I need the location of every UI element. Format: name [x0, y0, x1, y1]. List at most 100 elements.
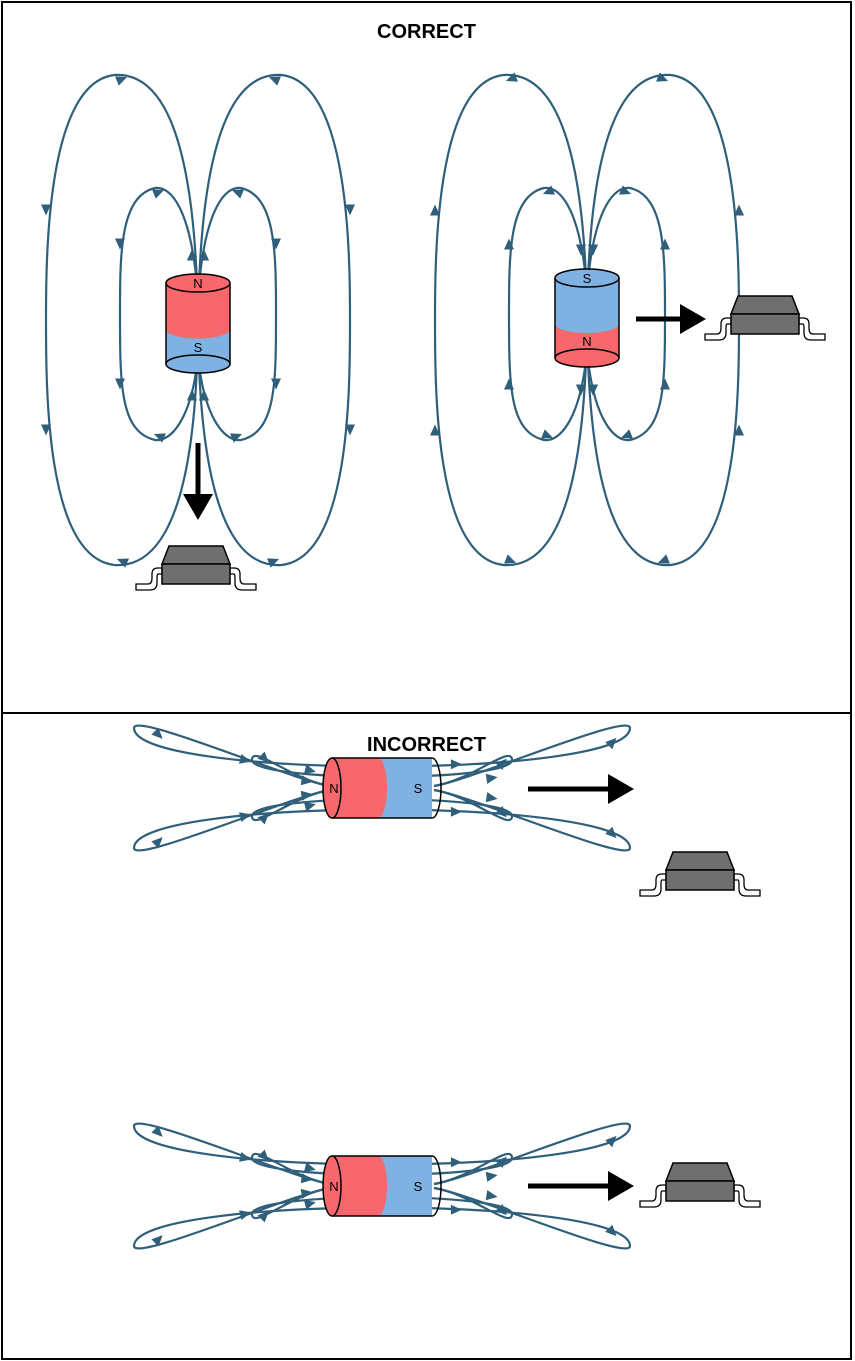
field-arrow [300, 790, 313, 801]
pole-label-bottom: N [582, 334, 591, 349]
field-arrow [239, 1152, 251, 1162]
pole-label-bottom: S [194, 340, 203, 355]
field-arrow [257, 1211, 269, 1223]
field-arrow [151, 1125, 163, 1137]
field-arrow [41, 424, 51, 436]
field-arrow [450, 1157, 462, 1168]
field-arrow [115, 238, 125, 250]
field-line [44, 73, 199, 567]
field-arrow [605, 1135, 617, 1148]
field-arrow [41, 204, 51, 216]
field-arrow [734, 204, 744, 216]
pole-label-top: S [583, 271, 592, 286]
magnet-left-cap [322, 757, 342, 819]
field-arrow [116, 558, 129, 568]
field-arrow [257, 813, 269, 825]
field-line [433, 73, 588, 567]
field-arrow [151, 727, 163, 739]
arrow-head [608, 774, 634, 804]
field-arrow [239, 812, 251, 822]
arrow-head [183, 494, 213, 520]
field-arrow [300, 775, 313, 786]
incorrect-title: INCORRECT [367, 734, 486, 756]
field-arrow [268, 76, 281, 86]
magnet-top-cap [554, 268, 620, 288]
field-arrow [576, 384, 586, 396]
incorrect-panel: INCORRECT [1, 712, 852, 1360]
field-arrow [620, 429, 633, 439]
field-arrow [588, 384, 598, 396]
arrow-right-top [636, 304, 706, 334]
field-arrow [303, 802, 316, 812]
field-arrow [303, 1200, 316, 1210]
field-line [197, 73, 352, 567]
field-arrow [605, 737, 617, 750]
field-arrow [345, 204, 355, 216]
magnet-vertical-ns: NS [165, 273, 231, 374]
arrow-head [680, 304, 706, 334]
field-arrow [450, 1204, 462, 1215]
field-line [197, 186, 278, 442]
field-arrow [542, 185, 555, 195]
field-arrow [115, 76, 128, 86]
field-arrow [199, 249, 209, 261]
hall-sensor-icon [704, 295, 826, 341]
magnet-band [378, 758, 387, 818]
field-arrow [300, 1188, 313, 1199]
field-arrow [345, 424, 355, 436]
field-arrow [588, 244, 598, 256]
arrow-down [183, 443, 213, 520]
field-arrow [152, 189, 165, 199]
field-arrow [505, 72, 518, 82]
field-arrow [230, 433, 243, 443]
field-arrow [115, 378, 125, 390]
field-arrow [619, 185, 632, 195]
pole-label-right: S [414, 1179, 423, 1194]
magnet-bottom-cap [554, 348, 620, 368]
magnet-vertical-sn: SN [554, 268, 620, 368]
magnet-left-cap [322, 1155, 342, 1217]
field-line [118, 186, 199, 442]
field-arrow [660, 378, 670, 390]
field-arrow [187, 389, 197, 401]
field-arrow [450, 759, 462, 770]
arrow-right-bottom [528, 1171, 634, 1201]
field-arrow [303, 1162, 316, 1172]
field-arrow [576, 244, 586, 256]
field-arrow [485, 1171, 498, 1182]
field-arrow [303, 764, 316, 774]
pole-label-left: N [329, 1179, 338, 1194]
arrow-right-middle [528, 774, 634, 804]
field-arrow [257, 1149, 269, 1161]
field-arrow [656, 72, 669, 82]
field-arrow [430, 424, 440, 436]
field-arrow [657, 554, 670, 564]
field-arrow [734, 424, 744, 436]
magnet-bottom-cap [165, 354, 231, 374]
field-arrow [239, 754, 251, 764]
field-arrow [660, 238, 670, 250]
field-arrow [504, 378, 514, 390]
field-arrow [151, 837, 163, 849]
sensors [135, 295, 826, 1208]
field-arrow [504, 554, 517, 564]
motion-arrows [183, 304, 706, 1201]
field-arrow [300, 1173, 313, 1184]
field-line [586, 186, 667, 442]
magnet-band [378, 1156, 387, 1216]
field-arrow [239, 1210, 251, 1220]
field-arrow [267, 558, 280, 568]
magnet-band [166, 329, 230, 339]
pole-label-left: N [329, 781, 338, 796]
field-arrow [151, 1235, 163, 1247]
field-arrow [271, 378, 281, 390]
field-arrow [485, 792, 498, 803]
field-line [507, 186, 588, 442]
pole-label-right: S [414, 781, 423, 796]
field-arrow [605, 826, 617, 839]
field-lines [41, 72, 744, 1250]
